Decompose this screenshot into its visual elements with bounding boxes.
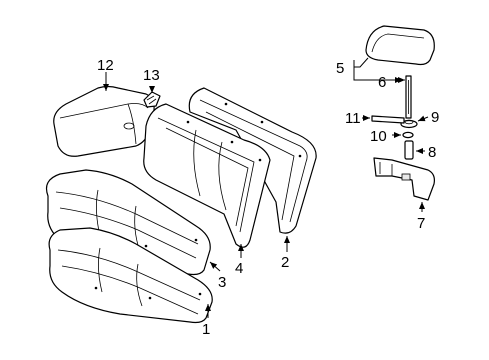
trim-strip: [371, 115, 405, 124]
seat-cushion: [48, 227, 213, 324]
headrest: [365, 25, 435, 66]
callout-4: 4: [235, 260, 243, 277]
leader-3: [209, 261, 221, 272]
callout-11: 11: [345, 110, 361, 127]
callout-13: 13: [143, 67, 160, 84]
bushing: [404, 140, 414, 160]
seat-back-right: [188, 87, 317, 234]
callout-3: 3: [218, 274, 226, 291]
leader-9: [417, 115, 429, 122]
guide-nut: [400, 119, 418, 129]
callout-12: 12: [97, 57, 114, 74]
callout-5: 5: [336, 60, 344, 77]
leader-5: [353, 57, 402, 80]
callout-1: 1: [202, 321, 210, 338]
armrest: [53, 85, 155, 157]
callout-8: 8: [428, 144, 436, 161]
callout-6: 6: [378, 74, 386, 91]
headrest-guide: [405, 75, 412, 119]
grommet: [402, 131, 414, 139]
seat-back-center: [143, 103, 271, 248]
callout-9: 9: [431, 109, 439, 126]
callout-7: 7: [417, 215, 425, 232]
bracket: [143, 91, 161, 108]
striker-bracket: [373, 157, 435, 201]
callout-10: 10: [370, 128, 387, 145]
callout-2: 2: [281, 254, 289, 271]
